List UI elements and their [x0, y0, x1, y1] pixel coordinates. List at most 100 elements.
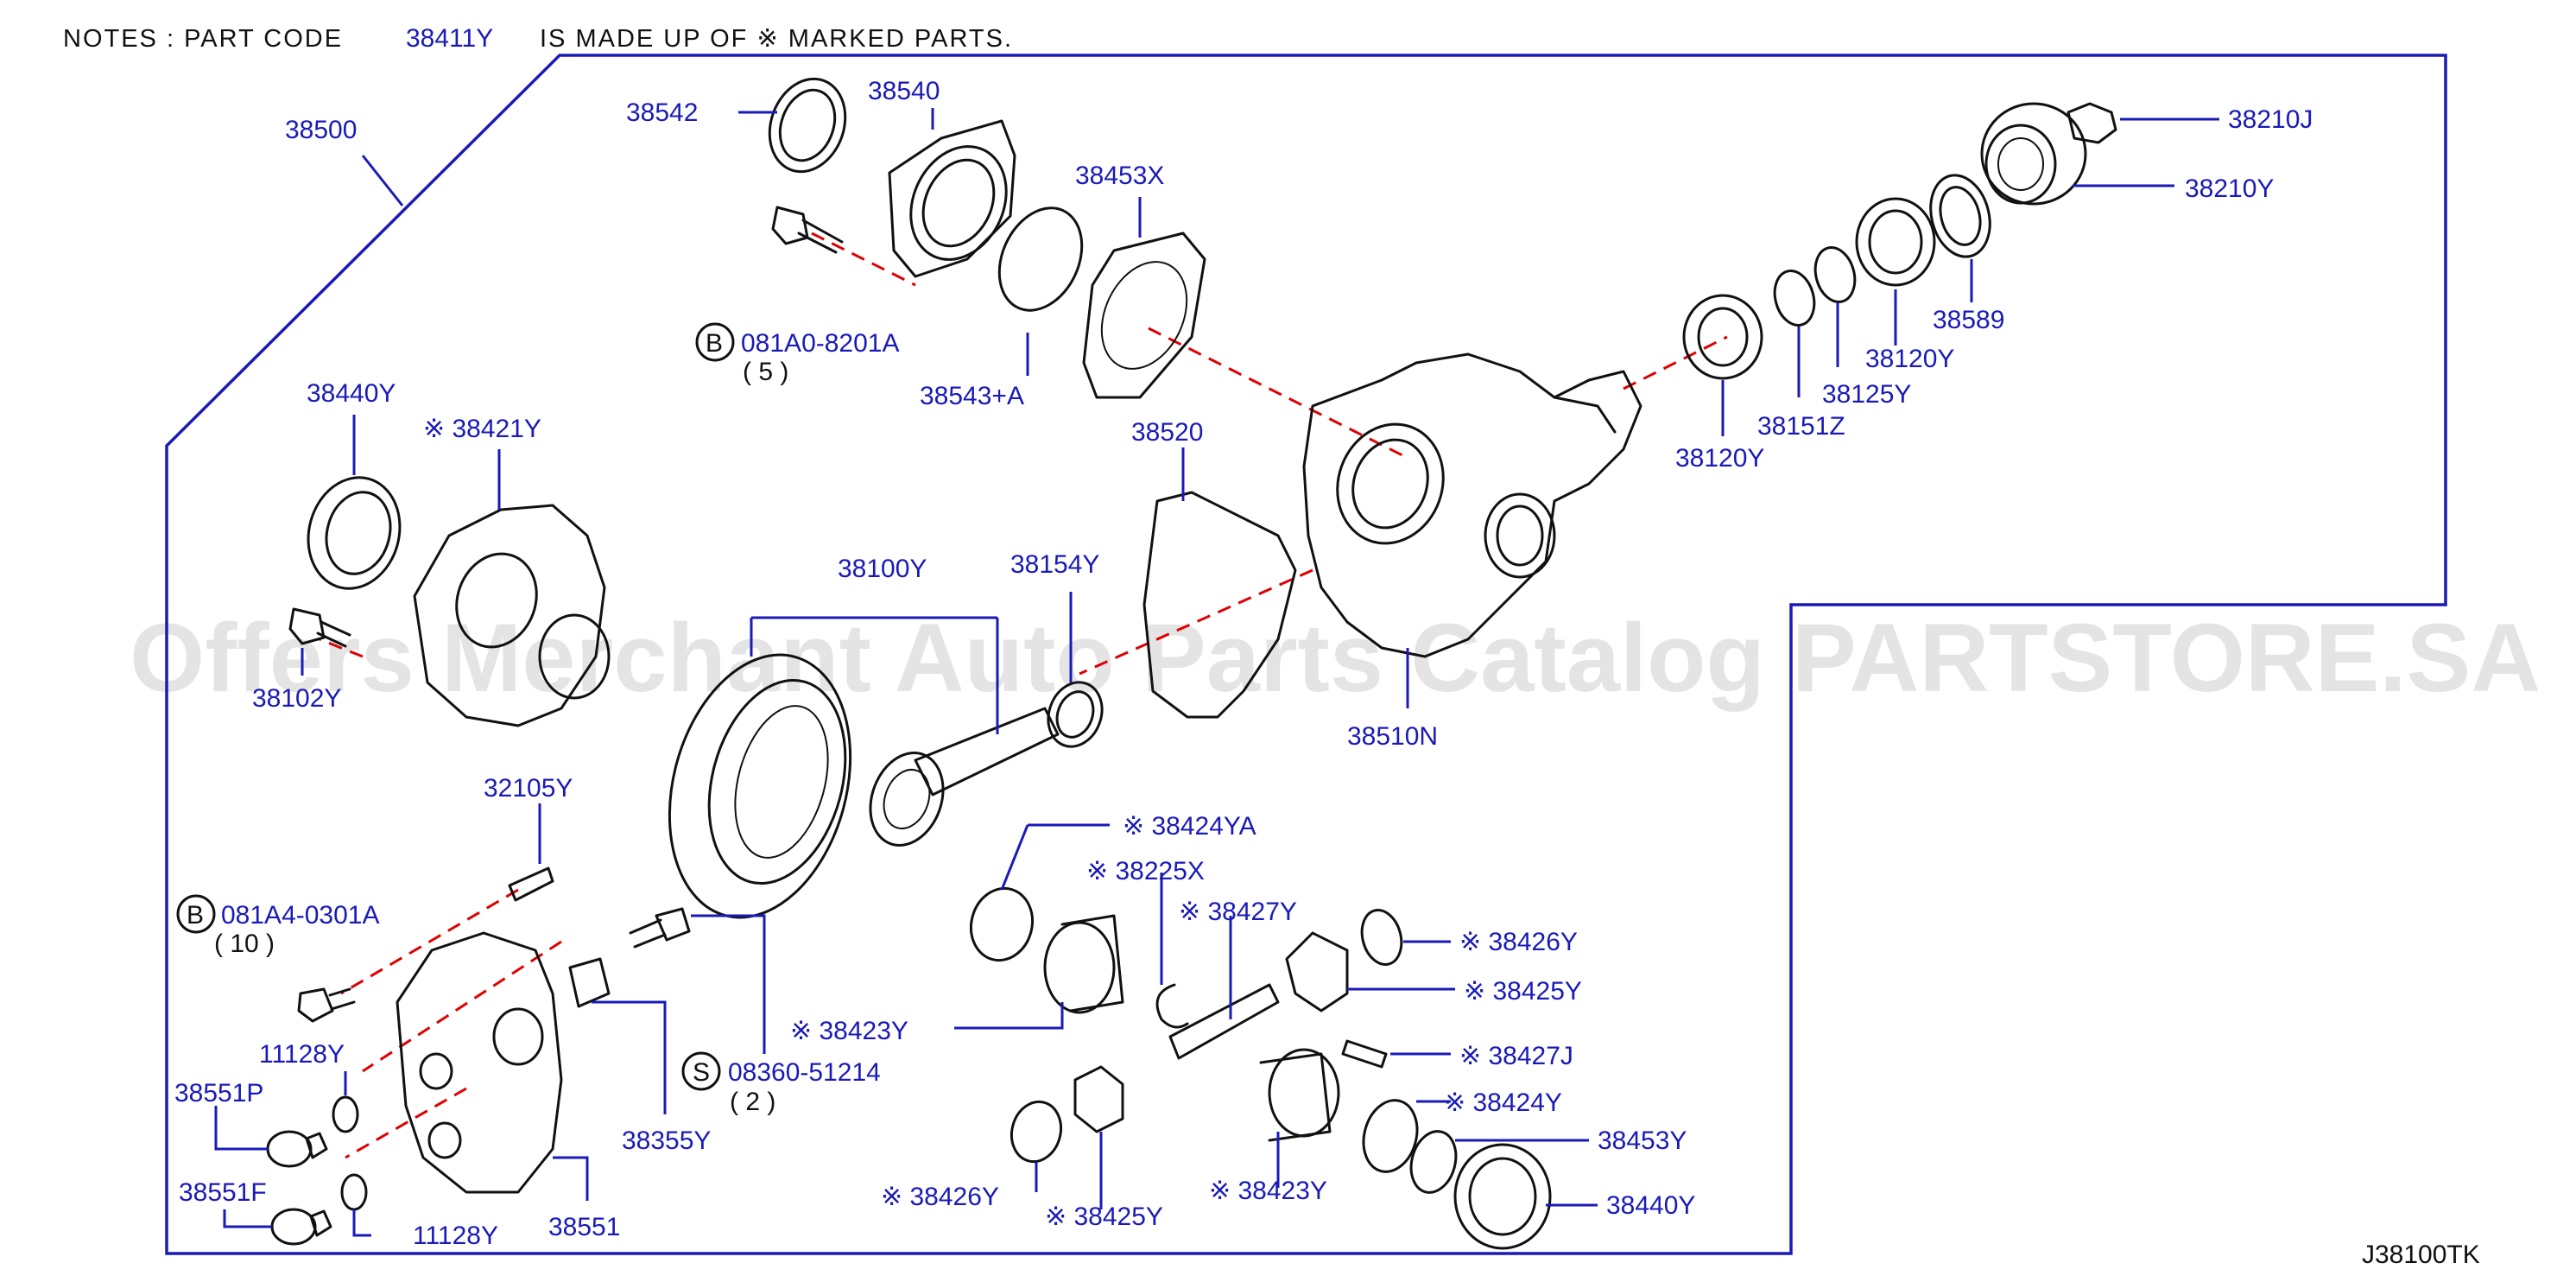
label-38551P[interactable]: 38551P	[174, 1079, 263, 1107]
label-38120Y-a[interactable]: 38120Y	[1865, 345, 1954, 373]
label-38210Y[interactable]: 38210Y	[2185, 175, 2274, 203]
washer-38426Y-b[interactable]	[1005, 1096, 1067, 1167]
label-38427Y[interactable]: ※ 38427Y	[1179, 898, 1297, 926]
qty-081A0: ( 5 )	[743, 358, 788, 386]
label-38425Y-b[interactable]: ※ 38425Y	[1045, 1203, 1163, 1231]
notes-part-code[interactable]: 38411Y	[406, 24, 493, 53]
label-08360-51214[interactable]: 08360-51214	[728, 1058, 881, 1087]
label-38543A[interactable]: 38543+A	[920, 382, 1024, 410]
label-38520[interactable]: 38520	[1131, 418, 1203, 447]
label-38154Y[interactable]: 38154Y	[1010, 550, 1099, 579]
label-38225X[interactable]: ※ 38225X	[1086, 857, 1205, 885]
flange-38210Y[interactable]	[1980, 102, 2087, 206]
label-38510N[interactable]: 38510N	[1347, 722, 1438, 751]
callout-s-08360: S	[681, 1051, 721, 1091]
label-38425Y-a[interactable]: ※ 38425Y	[1464, 977, 1582, 1006]
bolt-081A0-8201A[interactable]	[771, 206, 844, 254]
label-32105Y[interactable]: 32105Y	[484, 774, 573, 803]
o-ring-38543A[interactable]	[984, 194, 1098, 324]
label-081A4-0301A[interactable]: 081A4-0301A	[221, 901, 380, 930]
qty-08360: ( 2 )	[730, 1088, 775, 1116]
label-38424Y[interactable]: ※ 38424Y	[1444, 1088, 1562, 1117]
side-gear-38423Y-a[interactable]	[1043, 914, 1124, 1014]
bearing-38120Y-a[interactable]	[1855, 197, 1936, 287]
label-38423Y-b[interactable]: ※ 38423Y	[1209, 1177, 1327, 1205]
svg-text:S: S	[693, 1058, 710, 1087]
label-38589[interactable]: 38589	[1933, 306, 2004, 334]
label-38453Y[interactable]: 38453Y	[1598, 1127, 1687, 1155]
svg-text:B: B	[187, 901, 204, 930]
pinion-shaft-38427Y[interactable]	[1168, 983, 1280, 1060]
notes-prefix: NOTES : PART CODE	[63, 25, 343, 53]
label-38453X[interactable]: 38453X	[1075, 162, 1164, 190]
drive-pinion[interactable]	[858, 707, 1060, 855]
washer-38151Z[interactable]	[1769, 266, 1820, 329]
label-38355Y[interactable]: 38355Y	[622, 1127, 711, 1155]
bolt-081A4-0301A[interactable]	[297, 987, 356, 1023]
thrust-washer-38424YA[interactable]	[963, 881, 1040, 967]
bracket-38355Y[interactable]	[568, 957, 611, 1008]
callout-b-081A0: B	[695, 322, 735, 362]
label-38540[interactable]: 38540	[868, 77, 940, 105]
bearing-38440Y-bottom[interactable]	[1453, 1143, 1552, 1250]
stud-32105Y[interactable]	[508, 866, 554, 902]
label-38120Y-b[interactable]: 38120Y	[1675, 444, 1764, 473]
oil-seal-38542[interactable]	[757, 68, 858, 182]
spacer-38125Y[interactable]	[1809, 243, 1860, 306]
label-38427J[interactable]: ※ 38427J	[1459, 1042, 1573, 1070]
carrier-housing-38510N[interactable]	[1302, 352, 1642, 658]
label-38500[interactable]: 38500	[285, 116, 357, 144]
nut-38210J[interactable]	[2066, 102, 2117, 144]
bolt-08360-51214[interactable]	[629, 907, 691, 949]
qty-081A4: ( 10 )	[214, 930, 275, 958]
label-38426Y-b[interactable]: ※ 38426Y	[881, 1183, 999, 1211]
label-38440Y-bottom[interactable]: 38440Y	[1606, 1191, 1695, 1220]
watermark-text: Offers Merchant Auto Parts Catalog PARTS…	[130, 604, 2541, 712]
notes-suffix: IS MADE UP OF ※ MARKED PARTS.	[540, 25, 1013, 53]
plug-38551P[interactable]	[266, 1130, 328, 1168]
label-38551F[interactable]: 38551F	[179, 1178, 267, 1207]
pinion-mate-38425Y-a[interactable]	[1285, 931, 1349, 1012]
thrust-washer-38424Y[interactable]	[1356, 1095, 1425, 1178]
label-081A0-8201A[interactable]: 081A0-8201A	[741, 329, 900, 358]
notes-line: NOTES : PART CODE 38411Y IS MADE UP OF ※…	[63, 24, 1013, 53]
bearing-38440Y-top[interactable]	[296, 467, 412, 599]
label-38151Z[interactable]: 38151Z	[1757, 412, 1845, 441]
label-38551[interactable]: 38551	[548, 1213, 620, 1241]
plug-38551F[interactable]	[270, 1208, 332, 1246]
seal-38589[interactable]	[1922, 168, 1999, 263]
svg-text:B: B	[706, 329, 723, 358]
label-38426Y-a[interactable]: ※ 38426Y	[1459, 928, 1578, 956]
pin-38427J[interactable]	[1341, 1039, 1388, 1069]
washer-11128Y-b[interactable]	[340, 1173, 368, 1211]
label-38102Y[interactable]: 38102Y	[252, 684, 341, 713]
axis-lines	[319, 232, 1728, 1159]
pinion-mate-38425Y-b[interactable]	[1073, 1065, 1124, 1133]
gasket-38520[interactable]	[1142, 491, 1297, 719]
label-38424YA[interactable]: ※ 38424YA	[1123, 812, 1256, 841]
label-11128Y-b[interactable]: 11128Y	[413, 1222, 498, 1250]
bolt-38102Y[interactable]	[288, 607, 351, 648]
washer-11128Y-a[interactable]	[332, 1095, 359, 1133]
retainer-38540[interactable]	[888, 119, 1024, 278]
label-11128Y-a[interactable]: 11128Y	[259, 1040, 345, 1069]
label-38100Y[interactable]: 38100Y	[838, 555, 927, 583]
washer-38426Y-a[interactable]	[1356, 905, 1407, 968]
label-38440Y-top[interactable]: 38440Y	[307, 379, 396, 408]
label-38423Y-a[interactable]: ※ 38423Y	[790, 1017, 908, 1045]
shim-38154Y[interactable]	[1040, 675, 1111, 754]
assembly-frame	[165, 54, 2447, 1255]
label-38210J[interactable]: 38210J	[2228, 105, 2313, 134]
rear-cover-38551[interactable]	[396, 931, 563, 1194]
label-38125Y[interactable]: 38125Y	[1822, 380, 1911, 409]
side-gear-38423Y-b[interactable]	[1259, 1048, 1340, 1142]
bearing-38120Y-b[interactable]	[1682, 294, 1763, 380]
shim-38453Y[interactable]	[1405, 1127, 1463, 1197]
leader-lines	[214, 108, 2219, 1237]
label-38542[interactable]: 38542	[626, 98, 698, 127]
gasket-38453X[interactable]	[1082, 232, 1206, 399]
label-38421Y[interactable]: ※ 38421Y	[423, 415, 541, 443]
diff-case-38421Y[interactable]	[413, 504, 611, 727]
lock-pin-38225X[interactable]	[1155, 983, 1189, 1029]
